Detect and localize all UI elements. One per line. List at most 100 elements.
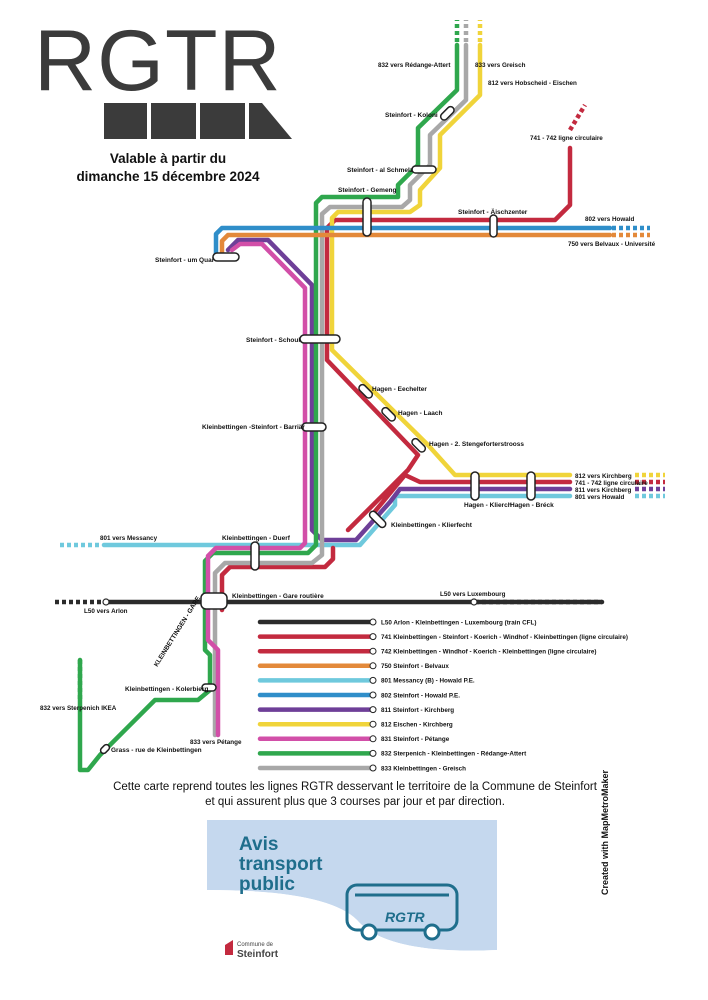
station-pill-klierfecht[interactable] (368, 510, 387, 529)
terminal-label-811-kirchberg: 811 vers Kirchberg (575, 487, 632, 494)
legend-terminal-dot (369, 647, 377, 655)
legend-label-742: 742 Kleinbettingen - Windhof - Koerich -… (381, 649, 596, 656)
line-742 (219, 545, 336, 613)
legend-terminal-dot (369, 764, 377, 772)
commune-label: Steinfort (237, 949, 279, 960)
station-label-schoul: Steinfort - Schoul (246, 337, 300, 344)
station-pill-aischzenter[interactable] (489, 214, 498, 238)
station-pill-koloni[interactable] (439, 105, 455, 121)
terminal-label-832-ikea: 832 vers Sterpenich IKEA (40, 705, 117, 712)
legend-row-832: 832 Sterpenich - Kleinbettingen - Rédang… (257, 749, 527, 758)
terminal-label-L50-lux: L50 vers Luxembourg (440, 591, 506, 598)
station-label-grass: Grass - rue de Kleinbettingen (111, 747, 202, 754)
station-label-um-quai: Steinfort - um Quai (155, 257, 214, 264)
terminal-label-741-north: 741 - 742 ligne circulaire (530, 135, 603, 142)
line-812 (329, 42, 573, 478)
legend-label-L50: L50 Arlon - Kleinbettingen - Luxembourg … (381, 619, 536, 626)
station-pill-gemeng[interactable] (362, 197, 372, 237)
terminal-dot-L50-lux (470, 598, 478, 606)
line-833 (212, 42, 469, 738)
legend-row-741: 741 Kleinbettingen - Steinfort - Koerich… (257, 633, 628, 641)
credit-label: Created with MapMetroMaker (600, 769, 610, 895)
terminal-label-802-howald: 802 vers Howald (585, 216, 635, 223)
legend-label-812: 812 Eischen - Kirchberg (381, 722, 453, 729)
station-label-klierfecht: Kleinbettingen - Klierfecht (391, 522, 473, 529)
avis-transport-public-card: Avis transport public RGTR Commune de St… (207, 820, 497, 970)
station-label-stengefort: Hagen - 2. Stengeforterstrooss (429, 441, 524, 448)
legend-row-L50: L50 Arlon - Kleinbettingen - Luxembourg … (257, 618, 536, 626)
station-pill-breck[interactable] (526, 471, 536, 501)
station-pill-grass[interactable] (99, 743, 111, 755)
station-label-gare: KLEINBETTINGEN - GARE (153, 595, 203, 668)
station-label-barriar: Kleinbettingen -Steinfort - Barriär (202, 424, 305, 431)
commune-logo-icon (225, 940, 233, 955)
avis-title-line2: transport (239, 854, 323, 875)
line-802 (213, 225, 613, 259)
station-label-koloni: Steinfort - Koloni (385, 112, 438, 119)
terminal-label-833-greisch: 833 vers Greisch (475, 62, 526, 69)
station-label-eechelter: Hagen - Eechelter (372, 386, 427, 393)
station-label-gare-routiere: Kleinbettingen - Gare routière (232, 593, 324, 600)
station-pill-kolerbierg[interactable] (201, 683, 217, 692)
legend-label-831: 831 Steinfort - Pétange (381, 736, 450, 743)
legend-label-802: 802 Steinfort - Howald P.E. (381, 692, 460, 699)
station-pill-um-quai[interactable] (212, 252, 240, 262)
validity-line2: dimanche 15 décembre 2024 (76, 169, 260, 184)
coverage-note: Cette carte reprend toutes les lignes RG… (60, 780, 650, 810)
station-pill-duerf[interactable] (250, 541, 260, 571)
legend-label-741: 741 Kleinbettingen - Steinfort - Koerich… (381, 634, 628, 641)
terminal-label-832-redange: 832 vers Rédange-Attert (378, 62, 451, 69)
station-pill-laach[interactable] (381, 406, 397, 422)
legend-row-812: 812 Eischen - Kirchberg (257, 720, 453, 729)
legend-row-801: 801 Messancy (B) - Howald P.E. (257, 676, 475, 685)
station-pill-al-schmelz[interactable] (411, 165, 437, 174)
station-pill-klierch[interactable] (470, 471, 480, 501)
line-831 (205, 241, 308, 738)
commune-small-label: Commune de (237, 942, 274, 948)
rgtr-logo-bars (104, 103, 292, 139)
line-801 (101, 493, 573, 548)
station-pill-stengefort[interactable] (411, 437, 427, 453)
terminal-label-812-hobscheid: 812 vers Hobscheid - Eischen (488, 80, 577, 87)
legend-terminal-dot (369, 749, 377, 757)
stub-741-north (568, 103, 587, 132)
terminal-label-801-messancy: 801 vers Messancy (100, 535, 158, 542)
station-label-kolerbierg: Kleinbettingen - Kolerbierg (125, 686, 208, 693)
terminal-label-L50-arlon: L50 vers Arlon (84, 608, 128, 615)
coverage-note-line2: et qui assurent plus que 3 courses par j… (205, 796, 505, 808)
bus-label: RGTR (385, 909, 426, 925)
legend-label-811: 811 Steinfort - Kirchberg (381, 707, 454, 714)
terminal-label-741-east: 741 - 742 ligne circulaire (575, 480, 648, 487)
legend-row-750: 750 Steinfort - Belvaux (257, 662, 449, 670)
avis-title-line1: Avis (239, 834, 278, 855)
station-label-breck: Hagen - Bréck (510, 502, 554, 509)
terminal-label-812-kirchberg: 812 vers Kirchberg (575, 473, 632, 480)
validity-line1: Valable à partir du (109, 151, 227, 166)
station-pill-gare[interactable] (200, 592, 228, 610)
legend-row-802: 802 Steinfort - Howald P.E. (257, 691, 460, 699)
legend-terminal-dot (369, 720, 377, 728)
legend-terminal-dot (369, 633, 377, 641)
station-label-gemeng: Steinfort - Gemeng (338, 187, 397, 194)
legend-label-832: 832 Sterpenich - Kleinbettingen - Rédang… (381, 751, 527, 758)
legend-label-833: 833 Kleinbettingen - Greisch (381, 765, 466, 772)
legend-terminal-dot (369, 706, 377, 714)
legend-row-833: 833 Kleinbettingen - Greisch (257, 764, 466, 772)
legend-label-801: 801 Messancy (B) - Howald P.E. (381, 678, 475, 685)
station-label-aischzenter: Steinfort - Äischzenter (458, 208, 528, 216)
station-pill-eechelter[interactable] (358, 383, 374, 399)
line-750 (219, 232, 613, 259)
station-label-laach: Hagen - Laach (398, 410, 442, 417)
station-label-klierch: Hagen - Klierch (464, 502, 512, 509)
station-pill-barriar[interactable] (301, 422, 327, 432)
station-pill-schoul[interactable] (299, 334, 341, 344)
validity-note: Valable à partir du dimanche 15 décembre… (58, 150, 278, 186)
terminal-label-801-howald: 801 vers Howald (575, 494, 625, 501)
legend-terminal-dot (369, 618, 377, 626)
legend: L50 Arlon - Kleinbettingen - Luxembourg … (257, 618, 628, 772)
avis-title-line3: public (239, 874, 295, 895)
legend-row-742: 742 Kleinbettingen - Windhof - Koerich -… (257, 647, 596, 656)
terminal-dot-L50-arlon (102, 598, 110, 606)
station-label-al-schmelz: Steinfort - al Schmelz (347, 167, 414, 174)
